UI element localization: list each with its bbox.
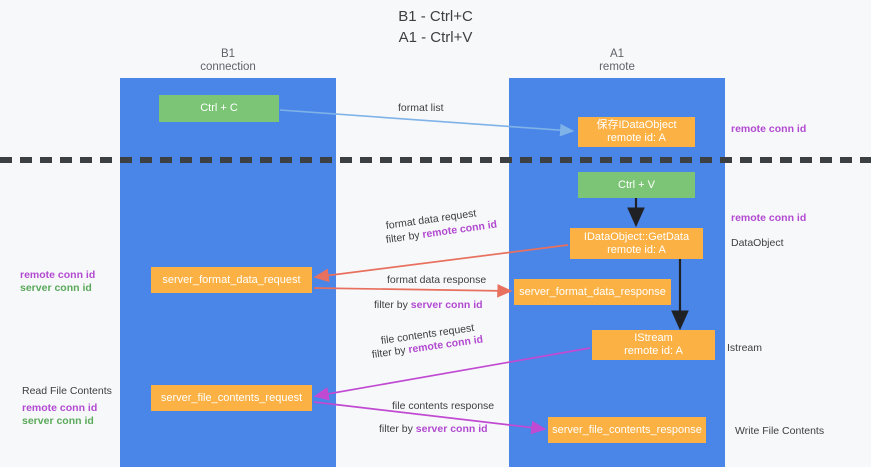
filter-prefix: filter by [374,299,411,311]
annotation-left-server-conn-id-2: server conn id [22,415,94,427]
annotation-read-file-contents: Read File Contents [22,385,112,397]
lane-header-b1: B1 connection [200,48,256,73]
phase-divider [0,157,871,163]
label-format-data-response-filter: filter by server conn id [374,298,483,312]
box-istream[interactable]: IStream remote id: A [592,330,715,360]
annotation-istream: Istream [727,342,763,354]
annotation-left-server-conn-id: server conn id [20,282,92,294]
filter-prefix: filter by [379,423,416,435]
box-server-file-contents-request[interactable]: server_file_contents_request [151,385,312,411]
box-server-format-data-request[interactable]: server_format_data_request [151,267,312,293]
box-idataobject-getdata[interactable]: IDataObject::GetData remote id: A [570,228,703,259]
label-file-contents-response-filter: filter by server conn id [379,422,488,436]
filter-key-server-conn-id: server conn id [415,423,488,435]
arrow-format-data-response [313,284,513,298]
annotation-left-remote-conn-id: remote conn id [20,269,96,281]
filter-key-server-conn-id: server conn id [410,299,483,311]
annotation-remote-conn-id-top: remote conn id [731,123,807,135]
box-server-format-data-response[interactable]: server_format_data_response [514,279,671,305]
box-ctrl-v[interactable]: Ctrl + V [578,172,695,198]
label-format-data-response: format data response [387,274,487,286]
label-file-contents-response: file contents response [392,400,495,412]
label-format-list: format list [398,102,444,114]
annotation-remote-conn-id-mid: remote conn id [731,212,807,224]
filter-prefix: filter by [385,228,424,246]
page-title: B1 - Ctrl+C A1 - Ctrl+V [398,8,473,46]
lane-header-a1: A1 remote [599,48,635,73]
box-store-idataobject[interactable]: 保存IDataObject remote id: A [578,117,695,147]
annotation-dataobject: DataObject [731,237,784,249]
filter-prefix: filter by [371,343,410,361]
box-server-file-contents-response[interactable]: server_file_contents_response [548,417,706,443]
annotation-write-file-contents: Write File Contents [735,425,825,437]
box-ctrl-c[interactable]: Ctrl + C [159,95,279,122]
annotation-left-remote-conn-id-2: remote conn id [22,402,98,414]
